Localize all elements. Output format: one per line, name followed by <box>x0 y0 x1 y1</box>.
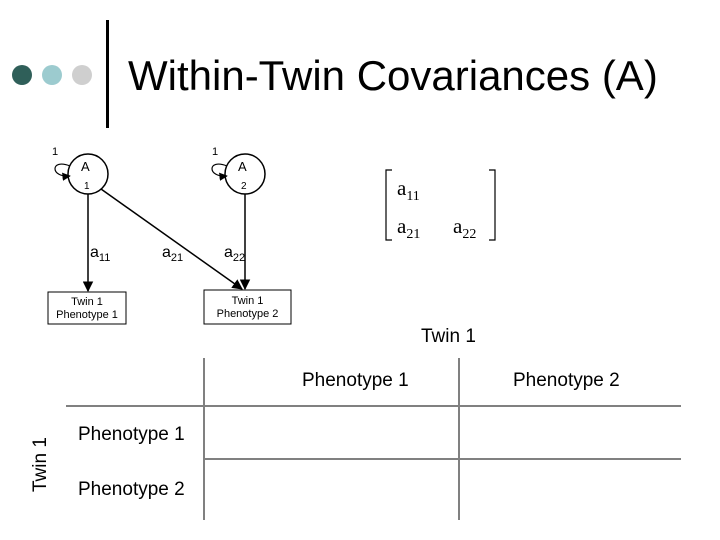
matrix-bracket-left <box>385 169 392 241</box>
path-label-a11: a11 <box>90 244 111 265</box>
variance-loop-2 <box>211 163 228 181</box>
latent-2-index: 2 <box>241 181 247 192</box>
latent-2-letter: A <box>238 159 247 174</box>
table-col-divider-2 <box>458 358 460 520</box>
matrix-a11: a11 <box>397 176 420 205</box>
table-col-header-2: Phenotype 2 <box>513 370 620 391</box>
latent-1-index: 1 <box>84 181 90 192</box>
matrix-a22: a22 <box>453 214 477 243</box>
table-side-label: Twin 1 <box>30 437 51 492</box>
decor-dot-dark <box>12 65 32 85</box>
table-header-rule <box>66 405 681 407</box>
table-row-divider <box>205 458 681 460</box>
table-col-divider-1 <box>203 358 205 520</box>
latent-1-letter: A <box>81 159 90 174</box>
slide-title: Within-Twin Covariances (A) <box>128 52 658 99</box>
path-arrow-a21 <box>100 188 243 290</box>
table-col-header-1: Phenotype 1 <box>302 370 409 391</box>
table-row-header-1: Phenotype 1 <box>78 424 185 445</box>
decor-dot-light <box>72 65 92 85</box>
path-label-a21: a21 <box>162 244 184 265</box>
matrix-a21: a21 <box>397 214 421 243</box>
table-row-header-2: Phenotype 2 <box>78 479 185 500</box>
latent-2-variance: 1 <box>212 146 219 158</box>
path-label-a22: a22 <box>224 244 246 265</box>
table-top-label: Twin 1 <box>421 326 476 347</box>
variance-loop-1 <box>54 163 71 181</box>
latent-1-variance: 1 <box>52 146 59 158</box>
decor-dot-teal <box>42 65 62 85</box>
title-divider <box>106 20 109 128</box>
matrix-bracket-right <box>489 169 496 241</box>
